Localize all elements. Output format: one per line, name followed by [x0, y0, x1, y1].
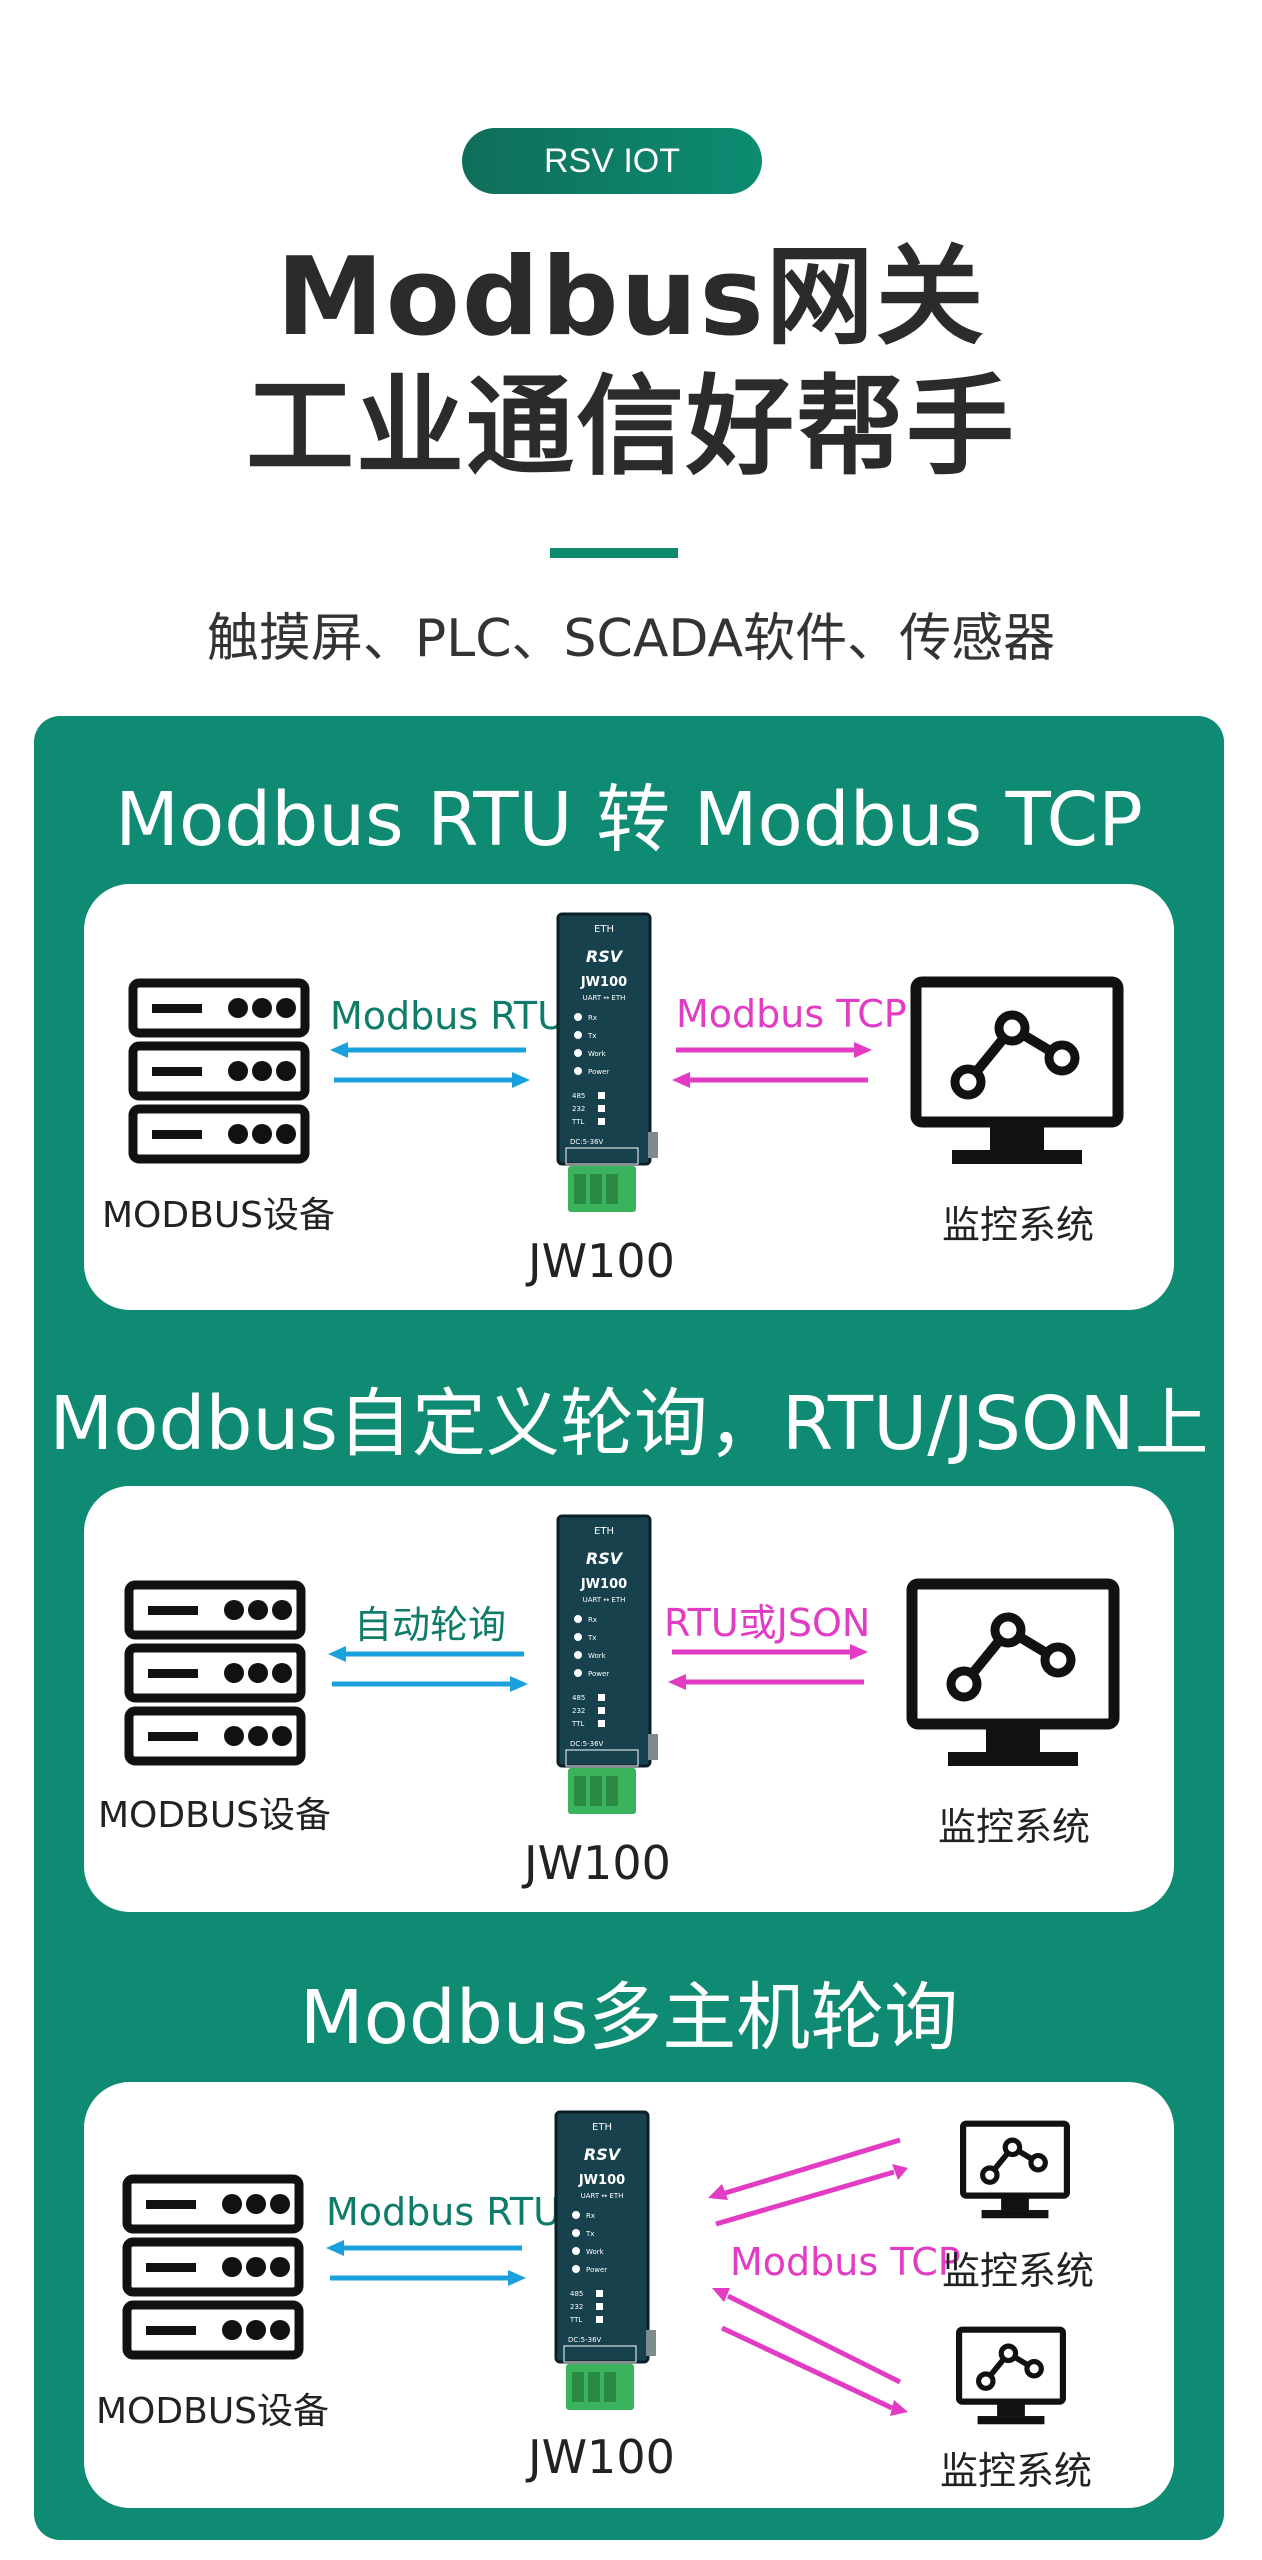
- svg-text:UART ↔ ETH: UART ↔ ETH: [581, 2192, 624, 2200]
- svg-text:Power: Power: [588, 1670, 609, 1678]
- svg-text:ETH: ETH: [594, 924, 614, 935]
- svg-text:Work: Work: [588, 1050, 607, 1058]
- link-label-right: Modbus TCP: [676, 992, 907, 1036]
- device-name-label: JW100: [524, 1836, 671, 1890]
- svg-text:485: 485: [570, 2290, 583, 2298]
- section-title-1: Modbus RTU 转 Modbus TCP: [115, 777, 1143, 863]
- page-title-line2: 工业通信好帮手: [245, 365, 1016, 490]
- monitor-icon: [956, 2326, 1066, 2425]
- svg-text:Work: Work: [588, 1652, 607, 1660]
- page-title-line1: Modbus网关: [276, 235, 986, 360]
- title-divider: [550, 548, 678, 558]
- svg-text:Rx: Rx: [588, 1616, 597, 1624]
- bidirectional-arrows-left: [326, 2240, 526, 2286]
- link-label-left: Modbus RTU: [330, 994, 565, 1038]
- link-label-left: Modbus RTU: [326, 2190, 561, 2234]
- svg-text:232: 232: [570, 2303, 583, 2311]
- monitor-icon: [960, 2120, 1070, 2219]
- device-name-label: JW100: [528, 2430, 675, 2484]
- link-label-right: Modbus TCP: [730, 2240, 961, 2284]
- svg-text:RSV: RSV: [586, 947, 624, 966]
- crossed-arrows-to-monitors: [708, 2137, 908, 2416]
- svg-text:DC:5-36V: DC:5-36V: [570, 1740, 604, 1748]
- monitor-label: 监控系统: [938, 1805, 1091, 1849]
- monitor-label: 监控系统: [942, 2249, 1095, 2293]
- svg-text:Power: Power: [588, 1068, 609, 1076]
- svg-text:232: 232: [572, 1707, 585, 1715]
- svg-text:DC:5-36V: DC:5-36V: [568, 2336, 602, 2344]
- modbus-device-label: MODBUS设备: [98, 1795, 332, 1836]
- modbus-device-label: MODBUS设备: [102, 1195, 336, 1236]
- server-icon: [124, 1580, 306, 1766]
- section-title-2: Modbus自定义轮询，RTU/JSON上报: [49, 1381, 1209, 1574]
- svg-text:JW100: JW100: [578, 2173, 625, 2188]
- svg-text:JW100: JW100: [580, 1577, 627, 1592]
- svg-text:TTL: TTL: [571, 1118, 584, 1126]
- brand-badge: RSV IOT: [462, 128, 762, 194]
- svg-text:TTL: TTL: [569, 2316, 582, 2324]
- modbus-device-label: MODBUS设备: [96, 2391, 330, 2432]
- svg-text:Tx: Tx: [587, 1032, 596, 1040]
- jw100-gateway-device: ETH RSV JW100 UART ↔ ETH Rx Tx Work Powe…: [556, 1514, 658, 1814]
- bidirectional-arrows-left: [328, 1646, 528, 1692]
- svg-text:ETH: ETH: [594, 1526, 614, 1537]
- jw100-gateway-device: ETH RSV JW100 UART ↔ ETH Rx Tx Work Powe…: [556, 912, 658, 1212]
- svg-text:Work: Work: [586, 2248, 605, 2256]
- bidirectional-arrows-right: [668, 1644, 868, 1690]
- svg-text:DC:5-36V: DC:5-36V: [570, 1138, 604, 1146]
- monitor-icon: [910, 976, 1124, 1164]
- svg-text:Tx: Tx: [587, 1634, 596, 1642]
- page-subtitle: 触摸屏、PLC、SCADA软件、传感器: [206, 609, 1056, 669]
- bidirectional-arrows-left: [330, 1042, 530, 1088]
- jw100-gateway-device: ETH RSV JW100 UART ↔ ETH Rx Tx Work Powe…: [554, 2110, 656, 2410]
- link-label-right: RTU或JSON: [664, 1601, 871, 1645]
- device-name-label: JW100: [528, 1234, 675, 1288]
- svg-text:485: 485: [572, 1092, 585, 1100]
- svg-text:TTL: TTL: [571, 1720, 584, 1728]
- svg-text:232: 232: [572, 1105, 585, 1113]
- svg-text:Rx: Rx: [586, 2212, 595, 2220]
- monitor-label: 监控系统: [942, 1203, 1095, 1247]
- svg-text:Power: Power: [586, 2266, 607, 2274]
- svg-text:UART ↔ ETH: UART ↔ ETH: [583, 1596, 626, 1604]
- section-title-3: Modbus多主机轮询: [299, 1975, 959, 2061]
- svg-text:Rx: Rx: [588, 1014, 597, 1022]
- svg-text:ETH: ETH: [592, 2122, 612, 2133]
- server-icon: [122, 2174, 304, 2360]
- svg-text:UART ↔ ETH: UART ↔ ETH: [583, 994, 626, 1002]
- svg-text:RSV: RSV: [586, 1549, 624, 1568]
- server-icon: [128, 978, 310, 1164]
- monitor-label: 监控系统: [940, 2449, 1093, 2493]
- svg-text:RSV: RSV: [584, 2145, 622, 2164]
- svg-text:485: 485: [572, 1694, 585, 1702]
- svg-text:Tx: Tx: [585, 2230, 594, 2238]
- svg-text:JW100: JW100: [580, 975, 627, 990]
- bidirectional-arrows-right: [672, 1042, 872, 1088]
- monitor-icon: [906, 1578, 1120, 1766]
- link-label-left: 自动轮询: [354, 1603, 507, 1647]
